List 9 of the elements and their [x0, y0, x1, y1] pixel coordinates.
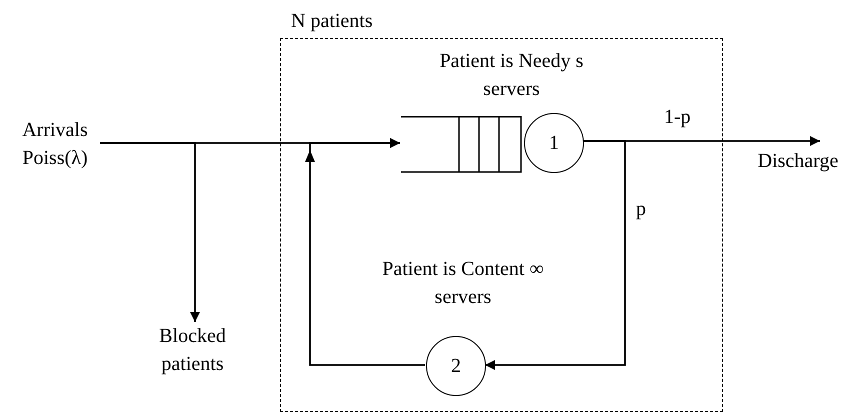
server-caption: Patient is Needy s servers	[438, 49, 584, 102]
group-title: N patients	[291, 9, 373, 34]
server-caption: Patient is Content ∞ servers	[381, 257, 545, 310]
node-label: Discharge	[748, 147, 848, 177]
node-label: Blocked patients	[145, 322, 240, 382]
server-circle: 1	[524, 113, 584, 173]
node-label: Arrivals Poiss(λ)	[10, 116, 100, 176]
queue-buffer	[401, 116, 522, 173]
server-circle: 2	[426, 336, 486, 396]
